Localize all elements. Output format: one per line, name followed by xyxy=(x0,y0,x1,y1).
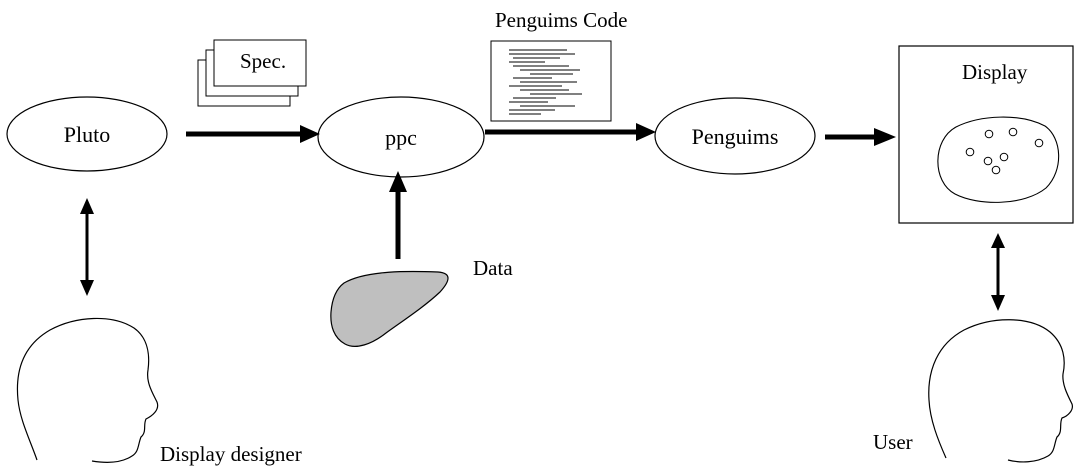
penguims-label: Penguims xyxy=(692,124,779,149)
display-point xyxy=(965,147,975,157)
user-head-icon xyxy=(928,319,1073,463)
arrowhead-up-icon xyxy=(991,233,1005,248)
designer-interaction-arrow xyxy=(80,198,94,296)
arrowhead-up-icon xyxy=(80,198,94,214)
spec-label: Spec. xyxy=(240,49,286,73)
display-scatter-region xyxy=(937,116,1060,203)
display-point xyxy=(983,156,993,166)
display-box: Display xyxy=(898,45,1074,224)
penguims-code-label: Penguims Code xyxy=(495,8,627,32)
designer-head-icon xyxy=(16,317,159,464)
display-point xyxy=(1008,127,1018,137)
arrowhead-down-icon xyxy=(991,295,1005,311)
arrowhead-icon xyxy=(874,128,896,146)
display-point xyxy=(991,165,1001,175)
pluto-label: Pluto xyxy=(64,122,110,147)
arrowhead-icon xyxy=(389,171,407,192)
display-designer-label: Display designer xyxy=(160,442,302,466)
arrowhead-icon xyxy=(636,123,656,141)
pluto-node: Pluto xyxy=(6,96,168,172)
flow-arrowheads xyxy=(300,123,896,192)
data-blob xyxy=(330,270,449,347)
display-point xyxy=(1034,138,1044,148)
arrowhead-icon xyxy=(300,125,320,143)
data-label: Data xyxy=(473,256,513,280)
user-label: User xyxy=(873,430,913,454)
spec-document-stack: Spec. xyxy=(197,39,307,107)
penguims-code-page xyxy=(490,40,612,122)
display-point xyxy=(984,129,994,139)
ppc-label: ppc xyxy=(385,125,417,150)
display-label: Display xyxy=(962,60,1028,84)
arrowhead-down-icon xyxy=(80,280,94,296)
user-interaction-arrow xyxy=(991,233,1005,311)
display-points xyxy=(965,127,1044,175)
display-point xyxy=(999,152,1009,162)
penguims-node: Penguims xyxy=(654,97,816,175)
ppc-node: ppc xyxy=(317,96,485,178)
flow-arrows xyxy=(186,129,876,259)
